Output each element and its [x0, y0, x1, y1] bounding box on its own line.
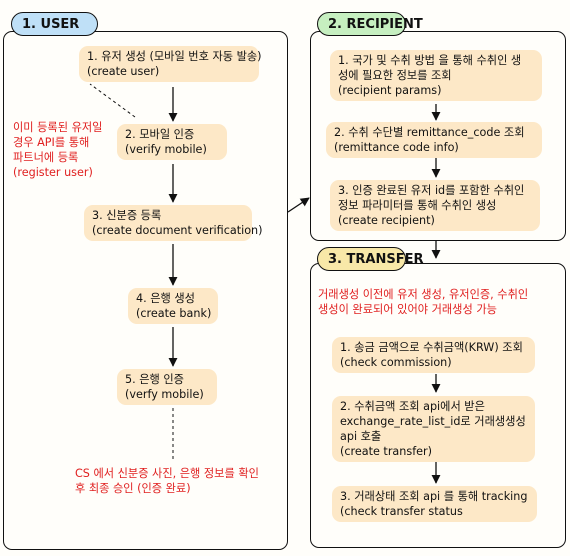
step-text: 2. 수취 수단별 remittance_code 조회: [334, 126, 525, 139]
step-text: 4. 은행 생성: [136, 292, 195, 305]
step-text: 성에 필요한 정보를 조회: [338, 69, 452, 82]
step-text: 1. 송금 금액으로 수취금액(KRW) 조회: [340, 341, 523, 354]
step-text: 1. 유저 생성 (모바일 번호 자동 발송): [87, 50, 262, 63]
step-text: 1. 국가 및 수취 방법 을 통해 수취인 생: [338, 54, 522, 67]
recipient-step-3: 3. 인증 완료된 유저 id를 포함한 수취인 정보 파라미터를 통해 수취인…: [330, 180, 540, 231]
user-step-5: 5. 은행 인증 (verfy mobile): [117, 369, 217, 405]
step-text: 3. 신분증 등록: [92, 209, 162, 222]
user-step-1: 1. 유저 생성 (모바일 번호 자동 발송) (create user): [79, 46, 262, 82]
step-text: 3. 인증 완료된 유저 id를 포함한 수취인: [338, 184, 525, 197]
transfer-panel: [310, 263, 566, 548]
recipient-tag: 2. RECIPIENT: [317, 12, 423, 36]
user-side-note: 이미 등록된 유저일 경우 API를 통해 파트너에 등록 (register …: [13, 121, 103, 179]
step-text: (remittance code info): [334, 141, 459, 154]
transfer-note: 거래생성 이전에 유저 생성, 유저인증, 수취인 생성이 완료되어 있어야 거…: [318, 288, 529, 316]
step-text: exchange_rate_list_id로 거래생생성: [340, 415, 526, 428]
recipient-step-2: 2. 수취 수단별 remittance_code 조회 (remittance…: [326, 122, 542, 158]
user-step-4: 4. 은행 생성 (create bank): [128, 288, 218, 324]
transfer-tag: 3. TRANSFER: [317, 247, 423, 271]
step-text: (create document verification): [92, 224, 263, 237]
step-text: (check transfer status: [340, 505, 463, 518]
user-step-3: 3. 신분증 등록 (create document verification): [84, 205, 263, 241]
transfer-step-3: 3. 거래상태 조회 api 를 통해 tracking (check tran…: [332, 486, 537, 522]
recipient-panel: [310, 31, 566, 241]
arrow-user-to-recipient: [287, 197, 310, 213]
step-text: (create bank): [136, 307, 212, 320]
transfer-step-2: 2. 수취금액 조회 api에서 받은 exchange_rate_list_i…: [332, 396, 535, 462]
step-text: 정보 파라미터를 통해 수취인 생성: [338, 199, 497, 212]
step-text: (create user): [87, 65, 160, 78]
step-text: (verify mobile): [125, 143, 207, 156]
step-text: (create transfer): [340, 445, 432, 458]
step-text: 5. 은행 인증: [125, 373, 184, 386]
step-text: 2. 모바일 인증: [125, 128, 195, 141]
step-text: 3. 거래상태 조회 api 를 통해 tracking: [340, 490, 528, 503]
step-text: (verfy mobile): [125, 388, 204, 401]
step-text: (create recipient): [338, 214, 435, 227]
step-text: 2. 수취금액 조회 api에서 받은: [340, 400, 485, 413]
step-text: (recipient params): [338, 84, 442, 97]
step-text: api 호출: [340, 430, 382, 443]
user-step-2: 2. 모바일 인증 (verify mobile): [117, 124, 227, 160]
recipient-step-1: 1. 국가 및 수취 방법 을 통해 수취인 생 성에 필요한 정보를 조회 (…: [330, 50, 542, 101]
step-text: (check commission): [340, 356, 452, 369]
user-tag: 1. USER: [11, 12, 98, 36]
user-panel: [3, 31, 288, 550]
transfer-step-1: 1. 송금 금액으로 수취금액(KRW) 조회 (check commissio…: [332, 337, 535, 373]
user-bottom-note: CS 에서 신분증 사진, 은행 정보를 확인 후 최종 승인 (인증 완료): [75, 467, 259, 495]
